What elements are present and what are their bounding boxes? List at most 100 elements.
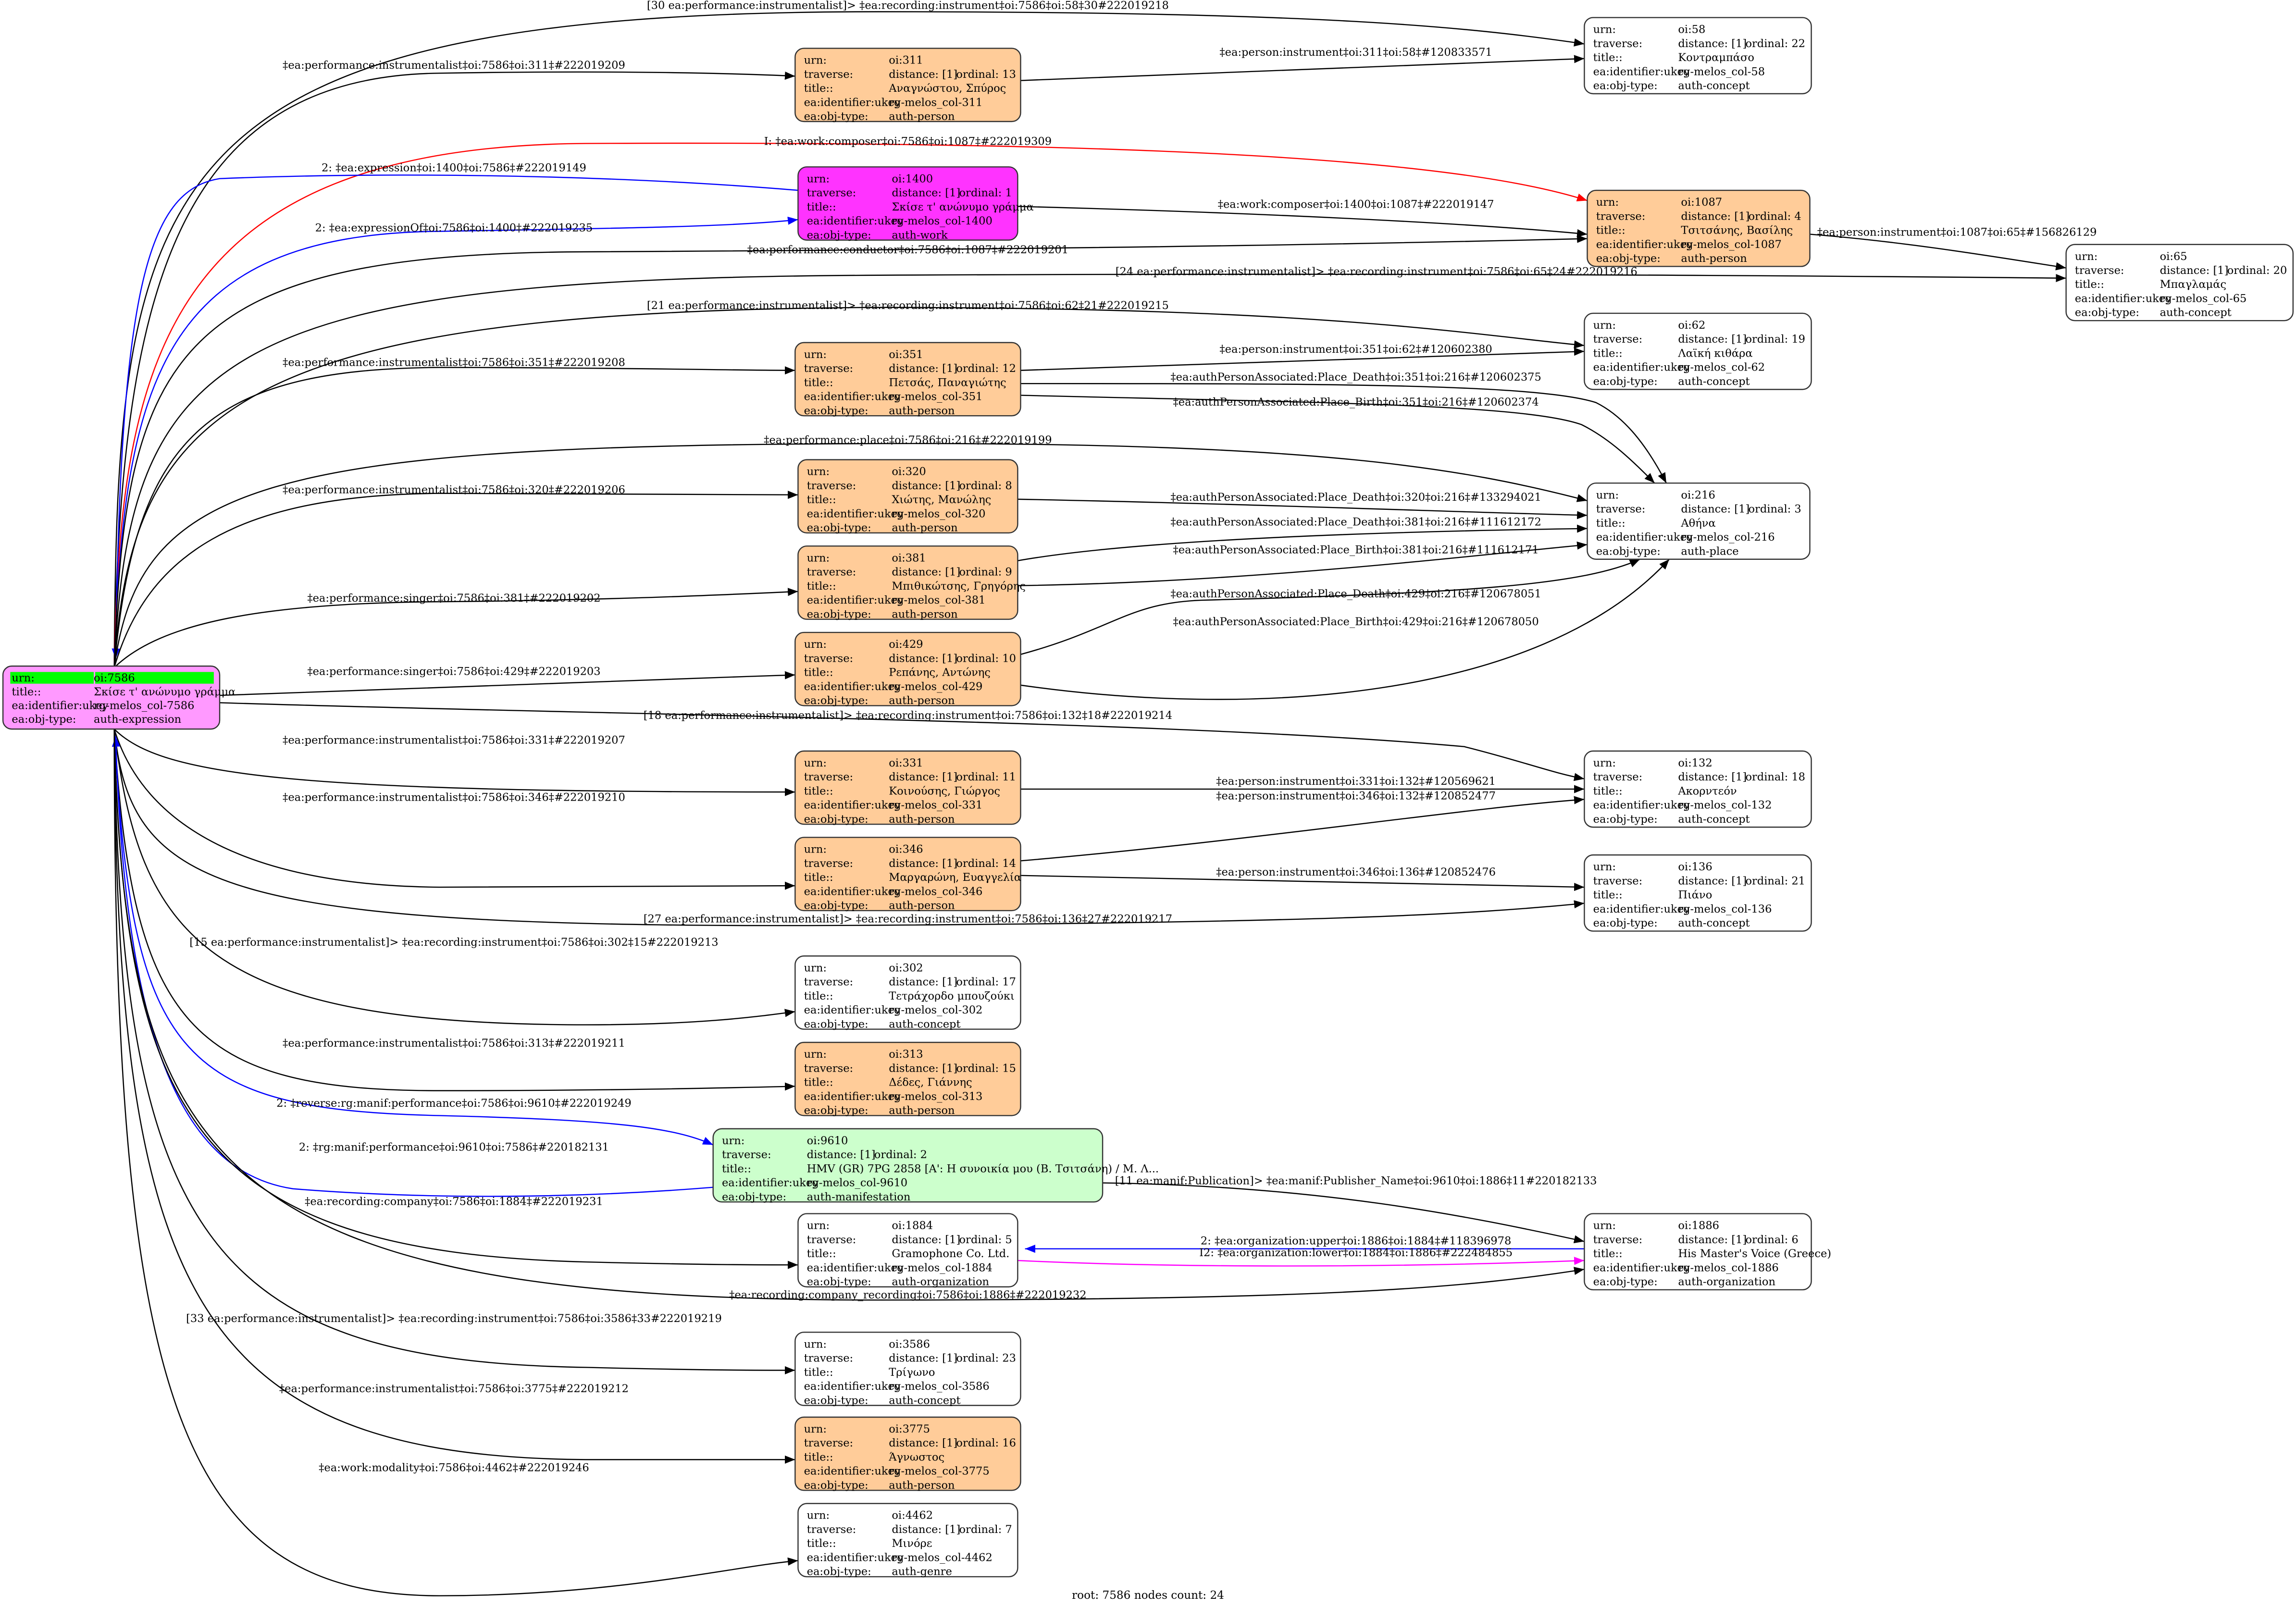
edge-label: [33 ea:performance:instrumentalist]> ‡ea… xyxy=(186,1312,722,1325)
field-label-title: title:: xyxy=(804,667,833,679)
traverse-distance: distance: [1] xyxy=(807,1149,876,1161)
edge-label: ‡ea:authPersonAssociated:Place_Death‡oi:… xyxy=(1170,588,1541,600)
field-label-traverse: traverse: xyxy=(1596,210,1646,222)
field-value-ukey: rg-melos_col-9610 xyxy=(807,1177,907,1189)
edge-line xyxy=(113,729,798,1269)
field-label-objtype: ea:obj-type: xyxy=(12,713,76,726)
field-label-objtype: ea:obj-type: xyxy=(804,813,869,826)
field-label-ukey: ea:identifier:ukey xyxy=(2075,292,2172,305)
field-value-urn: oi:302 xyxy=(889,962,923,974)
node-box xyxy=(794,955,1021,1030)
edge-label: [11 ea:manif:Publication]> ‡ea:manif:Pub… xyxy=(1115,1175,1597,1187)
edge-line xyxy=(113,729,795,1375)
traverse-distance: distance: [1] xyxy=(892,566,960,579)
edge-line xyxy=(1020,395,1655,484)
field-label-objtype: ea:obj-type: xyxy=(1593,80,1658,92)
field-value-title: His Master's Voice (Greece) xyxy=(1678,1248,1831,1260)
traverse-distance: distance: [1] xyxy=(889,652,957,665)
field-value-ukey: rg-melos_col-132 xyxy=(1678,799,1772,812)
field-label-urn: urn: xyxy=(804,54,827,67)
field-value-ukey: rg-melos_col-1884 xyxy=(892,1261,992,1274)
traverse-distance: distance: [1] xyxy=(889,857,957,870)
edge-line xyxy=(1810,234,2066,271)
field-label-title: title:: xyxy=(804,990,833,1002)
edge-line xyxy=(1018,498,1588,519)
node-box xyxy=(1584,1213,1812,1291)
edge-line xyxy=(1018,524,1588,562)
node-box xyxy=(794,750,1021,825)
field-label-title: title:: xyxy=(1593,347,1623,359)
edge-7586-to-1087 xyxy=(113,235,1588,668)
field-label-urn: urn: xyxy=(1593,319,1616,332)
edge-351-to-216 xyxy=(1020,395,1655,484)
field-value-urn: oi:320 xyxy=(892,466,926,478)
edge-line xyxy=(113,307,1585,668)
field-value-ukey: rg-melos_col-320 xyxy=(892,507,985,520)
field-label-traverse: traverse: xyxy=(804,976,854,988)
edge-7586-to-331 xyxy=(113,729,795,796)
field-label-urn: urn: xyxy=(804,1338,827,1350)
edge-label: ‡ea:performance:singer‡oi:7586‡oi:381‡#2… xyxy=(307,592,600,605)
traverse-ordinal: ordinal: 14 xyxy=(956,857,1016,870)
field-label-objtype: ea:obj-type: xyxy=(804,111,869,123)
traverse-ordinal: ordinal: 23 xyxy=(956,1352,1016,1365)
field-label-ukey: ea:identifier:ukey xyxy=(804,680,901,693)
field-label-urn: urn: xyxy=(804,638,827,651)
node-box xyxy=(1584,17,1812,95)
edge-7586-to-1087 xyxy=(113,142,1588,668)
field-label-objtype: ea:obj-type: xyxy=(804,1018,869,1030)
edge-line xyxy=(1020,875,1585,891)
field-value-title: Πετσάς, Παναγιώτης xyxy=(889,376,1006,389)
field-label-traverse: traverse: xyxy=(722,1149,771,1161)
field-value-ukey: rg-melos_col-311 xyxy=(889,96,982,109)
field-value-ukey: rg-melos_col-331 xyxy=(889,799,982,812)
field-label-urn: urn: xyxy=(804,348,827,361)
field-label-title: title:: xyxy=(1593,1248,1623,1260)
node-box xyxy=(1587,482,1811,560)
field-value-objtype: auth-person xyxy=(892,522,957,534)
traverse-ordinal: ordinal: 7 xyxy=(959,1523,1012,1536)
field-label-objtype: ea:obj-type: xyxy=(807,522,871,534)
traverse-distance: distance: [1] xyxy=(892,480,960,492)
edge-429-to-216 xyxy=(1020,558,1670,700)
traverse-ordinal: ordinal: 9 xyxy=(959,566,1012,579)
field-label-traverse: traverse: xyxy=(804,857,854,870)
traverse-distance: distance: [1] xyxy=(889,1437,957,1449)
field-label-ukey: ea:identifier:ukey xyxy=(807,1551,904,1564)
field-label-urn: urn: xyxy=(2075,250,2097,263)
field-label-traverse: traverse: xyxy=(1596,503,1646,516)
node-box xyxy=(794,1332,1021,1406)
node-box xyxy=(1584,312,1812,390)
field-label-traverse: traverse: xyxy=(807,566,856,579)
edge-label: 2: ‡rg:manif:performance‡oi:9610‡oi:7586… xyxy=(299,1141,609,1154)
field-value-title: Μαργαρώνη, Ευαγγελία xyxy=(889,871,1021,884)
field-value-objtype: auth-place xyxy=(1681,545,1738,557)
traverse-ordinal: ordinal: 18 xyxy=(1745,771,1805,783)
field-label-ukey: ea:identifier:ukey xyxy=(807,594,904,606)
field-label-ukey: ea:identifier:ukey xyxy=(1593,1261,1690,1274)
